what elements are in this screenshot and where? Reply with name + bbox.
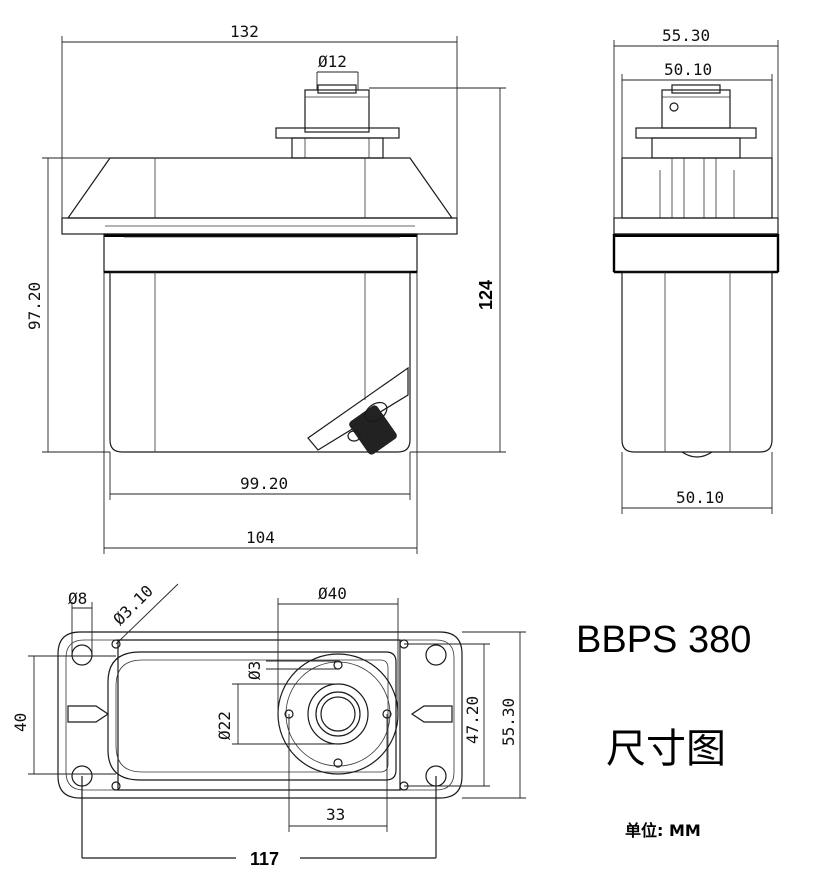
dim-height-inner: 47.20 (463, 696, 482, 744)
boss-inner (315, 691, 361, 737)
boss-outer (277, 653, 399, 775)
dim-body-height: 97.20 (25, 282, 44, 330)
bottom-flange-outline (57, 631, 463, 799)
drawing-subtitle: 尺寸图 (606, 726, 726, 772)
body-band (103, 233, 418, 273)
bottom-view (57, 631, 463, 799)
bottom-dimensions: Ø8 Ø3.10 Ø40 Ø3 Ø22 40 47.20 55.30 (11, 581, 526, 869)
cable-connector (349, 405, 397, 455)
dim-screw-dia: Ø3.10 (109, 581, 156, 628)
side-flange (613, 217, 779, 235)
top-cover (66, 157, 454, 219)
dim-hole-dia: Ø8 (68, 589, 87, 608)
dim-body-width: 99.20 (240, 474, 288, 493)
dim-height-left: 40 (11, 713, 30, 732)
dim-side-flange: 55.30 (662, 26, 710, 45)
horn-flange (275, 127, 400, 139)
dim-shaft-diameter: Ø12 (318, 52, 347, 71)
dim-height-outer: 55.30 (499, 698, 518, 746)
dim-overall-height: 124 (476, 280, 496, 310)
dim-side-bottom: 50.10 (676, 488, 724, 507)
dim-base-width: 104 (246, 528, 275, 547)
dim-bolt-spacing: 33 (326, 805, 345, 824)
cable-gland (307, 366, 409, 451)
output-shaft (304, 89, 370, 133)
model-title: BBPS 380 (576, 619, 751, 661)
case-body (109, 271, 411, 453)
side-top-cover (621, 157, 773, 219)
side-dimensions: 55.30 50.10 50.10 (613, 26, 779, 514)
side-case-body (621, 271, 773, 453)
side-shaft (661, 89, 731, 129)
front-dimensions: 132 Ø12 97.20 124 99.20 104 (25, 22, 506, 554)
title-block: BBPS 380 尺寸图 单位: MM (576, 619, 751, 840)
dim-inner-dia: Ø22 (215, 711, 234, 740)
dim-boss-dia: Ø40 (318, 584, 347, 603)
dim-small-hole: Ø3 (245, 661, 264, 680)
unit-label: 单位: MM (625, 821, 701, 840)
inner-recess (107, 651, 397, 781)
mount-hole-tl (71, 644, 93, 666)
mount-hole-tr (425, 644, 447, 666)
side-view (612, 84, 780, 458)
dim-overall-width: 132 (230, 22, 259, 41)
front-view (61, 84, 458, 455)
dim-side-top: 50.10 (664, 60, 712, 79)
dim-mount-spacing: 117 (250, 849, 279, 869)
